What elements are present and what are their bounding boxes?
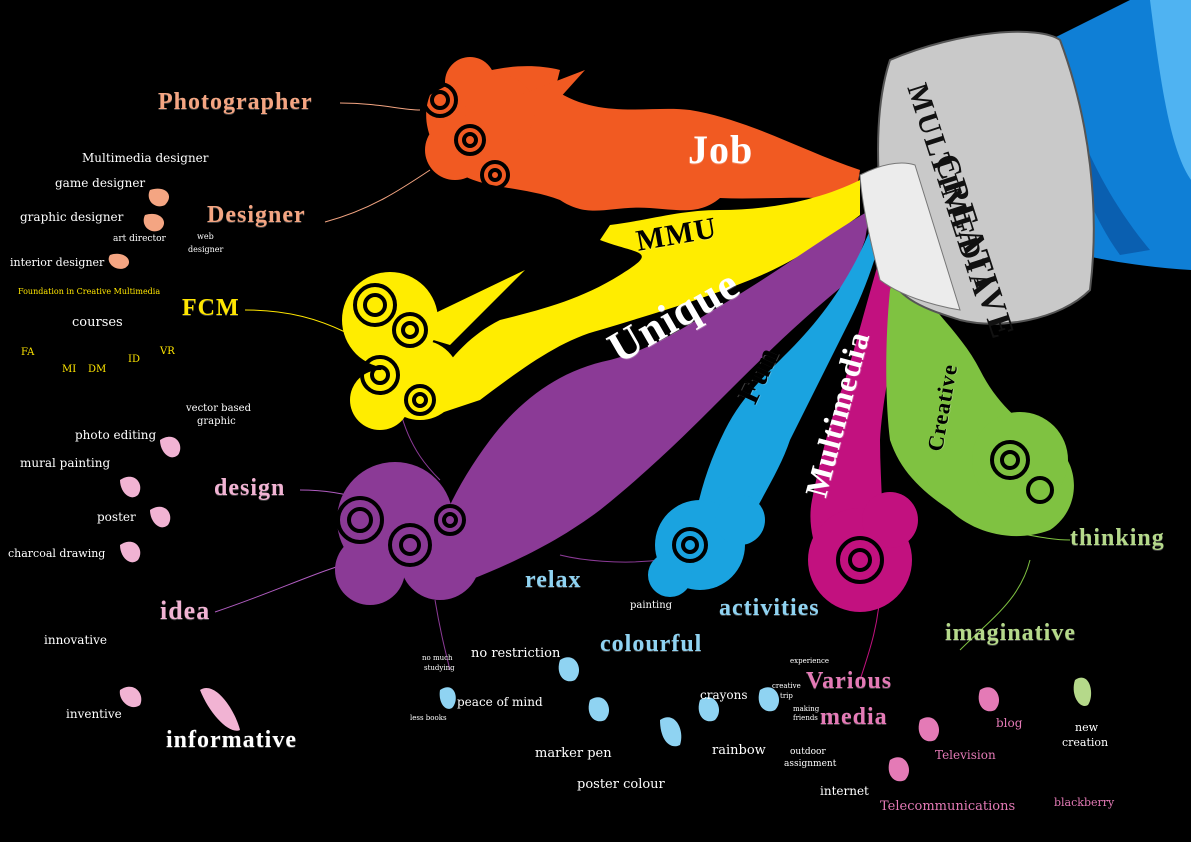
node-poster-colour: poster colour xyxy=(577,777,665,792)
node-media: media xyxy=(820,704,888,730)
node-rainbow: rainbow xyxy=(712,743,766,758)
node-activities: activities xyxy=(719,595,820,621)
branch-job: Job xyxy=(688,127,754,172)
node-blackberry: blackberry xyxy=(1054,796,1115,809)
node-photo-editing: photo editing xyxy=(75,428,157,442)
node-painting: painting xyxy=(630,600,673,611)
node-vector-1: vector based xyxy=(186,403,251,414)
node-multimedia-designer: Multimedia designer xyxy=(82,151,209,165)
node-thinking: thinking xyxy=(1070,525,1165,551)
node-charcoal: charcoal drawing xyxy=(8,547,106,560)
node-informative: informative xyxy=(166,727,297,753)
node-vr: VR xyxy=(160,346,175,357)
node-game-designer: game designer xyxy=(55,176,146,190)
node-new-1: new xyxy=(1075,721,1099,734)
node-web-designer-1: web xyxy=(197,232,214,241)
node-colourful: colourful xyxy=(600,631,703,657)
node-creative-trip-1: creative xyxy=(772,682,801,690)
node-design: design xyxy=(214,475,286,501)
node-vector-2: graphic xyxy=(197,416,236,427)
node-no-restriction: no restriction xyxy=(471,646,561,661)
node-making-2: friends xyxy=(793,714,818,722)
node-foundation: Foundation in Creative Multimedia xyxy=(18,287,161,296)
node-poster: poster xyxy=(97,510,136,524)
node-designer: Designer xyxy=(207,202,306,228)
node-no-much-1: no much xyxy=(422,654,453,662)
node-idea: idea xyxy=(160,596,211,625)
node-marker-pen: marker pen xyxy=(535,746,612,761)
node-imaginative: imaginative xyxy=(945,620,1076,646)
node-peace: peace of mind xyxy=(457,695,543,709)
node-inventive: inventive xyxy=(66,707,122,721)
node-outdoor-2: assignment xyxy=(784,759,837,769)
node-innovative: innovative xyxy=(44,633,107,647)
node-various: Various xyxy=(806,668,893,694)
node-no-much-2: studying xyxy=(424,664,455,672)
node-less-books: less books xyxy=(410,714,447,722)
node-interior-designer: interior designer xyxy=(10,256,105,269)
node-creative-trip-2: trip xyxy=(780,692,793,700)
node-mural-painting: mural painting xyxy=(20,456,111,470)
node-television: Television xyxy=(935,748,996,762)
node-courses: courses xyxy=(72,315,123,330)
node-photographer: Photographer xyxy=(158,89,313,115)
node-crayons: crayons xyxy=(700,688,748,702)
node-graphic-designer: graphic designer xyxy=(20,210,124,224)
node-experience: experience xyxy=(790,657,830,665)
node-id: ID xyxy=(128,354,140,365)
node-web-designer-2: designer xyxy=(188,245,224,254)
node-new-2: creation xyxy=(1062,736,1109,749)
node-making-1: making xyxy=(793,705,820,713)
node-mi: MI xyxy=(62,364,77,375)
node-fcm: FCM xyxy=(182,295,240,321)
node-blog: blog xyxy=(996,716,1023,730)
node-art-director: art director xyxy=(113,234,166,244)
node-relax: relax xyxy=(525,567,582,593)
node-fa: FA xyxy=(21,347,35,358)
node-internet: internet xyxy=(820,784,869,798)
node-dm: DM xyxy=(88,364,107,375)
node-outdoor-1: outdoor xyxy=(790,747,826,757)
node-telecommunications: Telecommunications xyxy=(880,799,1016,814)
